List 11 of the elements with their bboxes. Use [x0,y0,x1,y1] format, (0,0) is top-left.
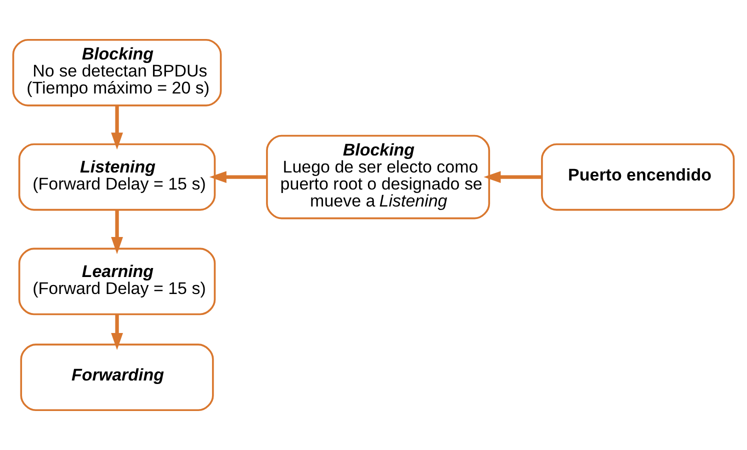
arrow [484,171,542,184]
node-box: Blocking Luego de ser electo como puerto root o designado se mueve a Listening [266,134,490,220]
node-box: Listening (Forward Delay = 15 s) [18,143,216,211]
node-box: Forwarding [20,344,214,412]
node-box: Puerto encendido [541,143,735,211]
node-box: Blocking No se detectan BPDUs (Tiempo máximo = 20 s) [12,38,222,106]
arrow [209,171,267,184]
arrow [111,210,123,254]
arrow [111,314,123,350]
arrow [111,106,123,150]
node-box: Learning (Forward Delay = 15 s) [18,248,216,316]
